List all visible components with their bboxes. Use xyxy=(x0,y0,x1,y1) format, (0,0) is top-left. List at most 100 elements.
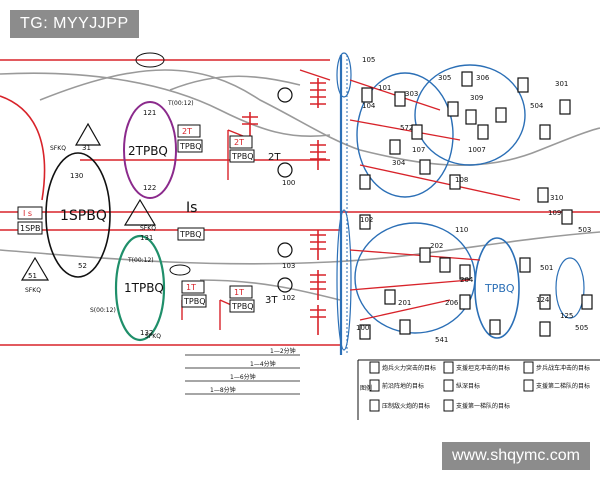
legend-item-5: 支援第二梯队的目标 xyxy=(536,382,590,390)
target-boxes xyxy=(359,71,593,340)
ellipse-target-zone-right xyxy=(555,257,585,319)
num-505: 505 xyxy=(575,324,588,332)
sfkq-a: SFKQ xyxy=(50,145,66,152)
scale-2: 1—4分钟 xyxy=(250,360,276,368)
num-121: 121 xyxy=(143,109,156,117)
ellipse-target-zone-top xyxy=(356,72,454,198)
legend-item-0: 炮兵火力突击的目标 xyxy=(382,364,436,372)
box-tpbq-b: TPBQ xyxy=(231,152,254,161)
num-110: 110 xyxy=(455,226,468,234)
num-504: 504 xyxy=(530,102,544,110)
num-201: 201 xyxy=(398,299,411,307)
label-2tpbq: 2TPBQ xyxy=(128,144,168,158)
num-100: 100 xyxy=(356,324,369,332)
num-109: 109 xyxy=(548,209,561,217)
label-tpbq-right: TPBQ xyxy=(484,282,515,295)
num-132: 132 xyxy=(140,329,153,337)
sfkq-d: SFKQ xyxy=(145,333,161,340)
ellipse-small-a xyxy=(135,52,165,68)
legend xyxy=(357,359,600,420)
label-1tpbq: 1TPBQ xyxy=(124,281,164,295)
scale-3: 1—6分钟 xyxy=(230,373,256,381)
artillery-markers xyxy=(242,78,326,335)
ellipse-2tpbq xyxy=(123,101,177,199)
num-303: 303 xyxy=(405,90,418,98)
legend-item-1: 支援坦克冲击的目标 xyxy=(456,364,510,372)
ellipse-1spbq xyxy=(45,152,111,278)
box-1t-a: 1T xyxy=(186,283,196,292)
sfkq-b: SFKQ xyxy=(140,225,156,232)
t-label-top: T(00:12) xyxy=(167,100,194,107)
num-105: 105 xyxy=(362,56,375,64)
num-102b: 102 xyxy=(282,294,295,302)
red-arc-left xyxy=(0,95,46,201)
legend-key: 图例 xyxy=(360,384,372,392)
triangles xyxy=(20,122,157,281)
num-103b: 103 xyxy=(282,262,295,270)
label-1spbq: 1SPBQ xyxy=(60,208,107,224)
circle-markers xyxy=(277,87,293,293)
box-2t-b: 2T xyxy=(234,138,244,147)
box-tpbq-d: TPBQ xyxy=(183,297,206,306)
num-100b: 100 xyxy=(282,179,295,187)
red-lines xyxy=(0,59,600,346)
label-is-main: Is xyxy=(186,200,197,216)
box-tpbq-a: TPBQ xyxy=(179,142,202,151)
legend-item-3: 前沿阵地的目标 xyxy=(382,382,424,390)
num-572: 572 xyxy=(400,124,413,132)
num-102: 102 xyxy=(360,216,373,224)
front-line xyxy=(336,52,352,355)
ellipse-small-b xyxy=(169,264,191,276)
num-310: 310 xyxy=(550,194,563,202)
watermark-top: TG: MYYJJPP xyxy=(10,10,139,38)
box-tpbq-e: TPBQ xyxy=(231,302,254,311)
num-206: 206 xyxy=(445,299,459,307)
box-tpbq-c: TPBQ xyxy=(179,230,202,239)
num-130: 130 xyxy=(70,172,83,180)
num-301: 301 xyxy=(555,80,568,88)
box-2t-a: 2T xyxy=(182,127,192,136)
num-131: 131 xyxy=(140,234,153,242)
num-124: 124 xyxy=(536,296,550,304)
ellipse-1tpbq xyxy=(114,234,166,342)
legend-item-2: 步兵战车冲击的目标 xyxy=(536,364,590,372)
ellipse-tpbq-right xyxy=(474,237,520,339)
num-122: 122 xyxy=(143,184,156,192)
num-541: 541 xyxy=(435,336,448,344)
num-31: 31 xyxy=(82,144,91,152)
num-51: 51 xyxy=(28,272,37,280)
sfkq-c: SFKQ xyxy=(25,287,41,294)
t-label-mid: S(00:12) xyxy=(90,307,116,314)
num-125: 125 xyxy=(560,312,573,320)
num-108: 108 xyxy=(455,176,468,184)
label-3t: 3T xyxy=(265,295,278,306)
label-2t-mid: 2T xyxy=(268,152,281,163)
num-501: 501 xyxy=(540,264,553,272)
ellipse-target-zone-top-right xyxy=(414,64,526,166)
num-204: 204 xyxy=(460,276,474,284)
scale-4: 1—8分钟 xyxy=(210,386,236,394)
num-304: 304 xyxy=(392,159,406,167)
num-306: 306 xyxy=(476,74,490,82)
time-scale xyxy=(185,354,300,395)
box-is: I s xyxy=(23,209,32,218)
num-305: 305 xyxy=(438,74,451,82)
legend-item-4: 纵深目标 xyxy=(456,382,480,390)
num-101: 101 xyxy=(378,84,391,92)
legend-item-7: 支援第一梯队的目标 xyxy=(456,402,510,410)
scale-1: 1—2分钟 xyxy=(270,347,296,355)
watermark-bottom: www.shqymc.com xyxy=(441,442,590,470)
num-52: 52 xyxy=(78,262,87,270)
num-107: 107 xyxy=(412,146,425,154)
num-503: 503 xyxy=(578,226,591,234)
roads xyxy=(0,69,600,301)
num-309: 309 xyxy=(470,94,483,102)
num-202: 202 xyxy=(430,242,443,250)
legend-item-6: 压制敌火炮的目标 xyxy=(382,402,430,410)
num-1007: 1007 xyxy=(468,146,486,154)
label-boxes xyxy=(17,124,255,313)
box-1spb: 1SPB xyxy=(20,224,40,233)
num-104: 104 xyxy=(362,102,376,110)
